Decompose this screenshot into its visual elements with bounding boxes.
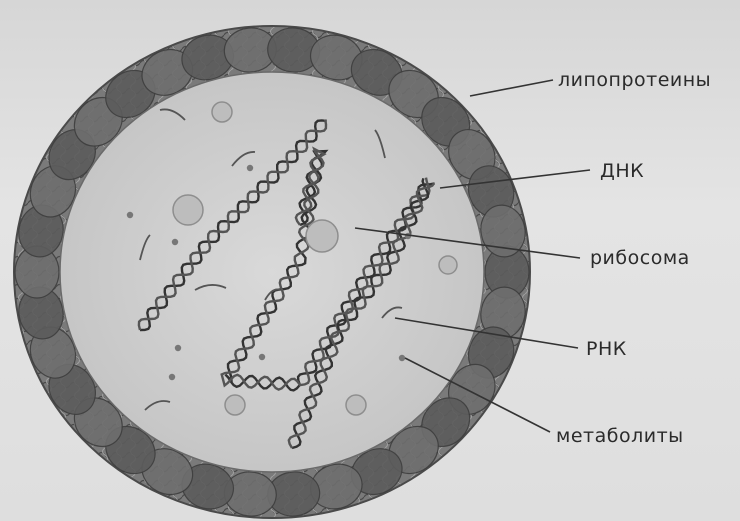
metabolite-dot (399, 355, 405, 361)
label-lipoproteins: липопротеины (558, 69, 711, 91)
metabolite-dot (127, 212, 133, 218)
metabolite-dot (247, 165, 253, 171)
label-dna: ДНК (600, 160, 644, 182)
ribosome (212, 102, 232, 122)
ribosome (225, 395, 245, 415)
ribosome (439, 256, 457, 274)
label-rna: РНК (586, 338, 627, 360)
cytoplasm (60, 72, 484, 472)
metabolite-dot (175, 345, 181, 351)
leader-line-lipoproteins (470, 80, 553, 96)
metabolite-dot (169, 374, 175, 380)
ribosome (173, 195, 203, 225)
label-ribosome: рибосома (590, 247, 690, 269)
label-metabolites: метаболиты (556, 425, 684, 447)
metabolite-dot (172, 239, 178, 245)
metabolite-dot (259, 354, 265, 360)
ribosome (346, 395, 366, 415)
ribosome (306, 220, 338, 252)
